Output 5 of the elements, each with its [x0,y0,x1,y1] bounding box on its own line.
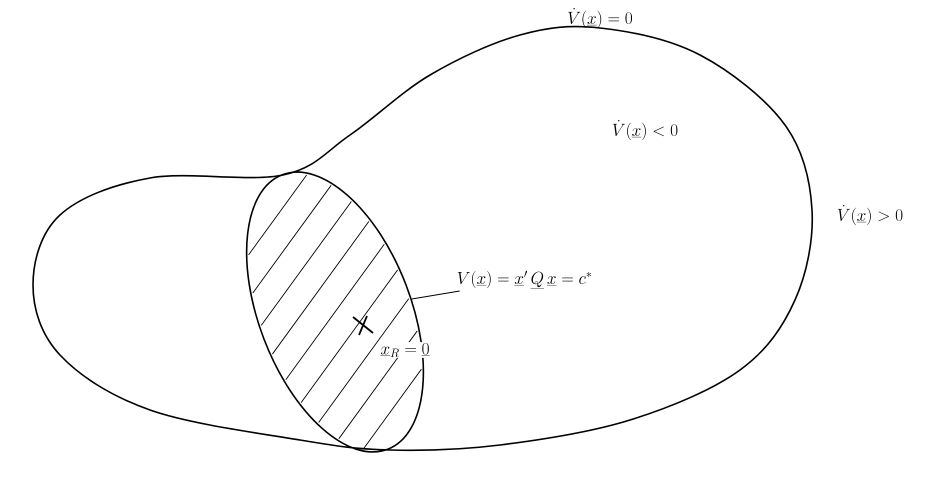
formula-label: $V(\underline{x}) = \underline{x}'\,\underline{Q}\,\underline{x} = c^{*}$ [458,270,592,289]
formula-label: $\dot{V}(\underline{x}) > 0$ [838,204,902,226]
formula-label: $\dot{V}(\underline{x}) < 0$ [612,120,678,140]
leader-line [411,290,460,300]
formula-label: $\dot{V}(\underline{x})=0$ [568,8,632,28]
